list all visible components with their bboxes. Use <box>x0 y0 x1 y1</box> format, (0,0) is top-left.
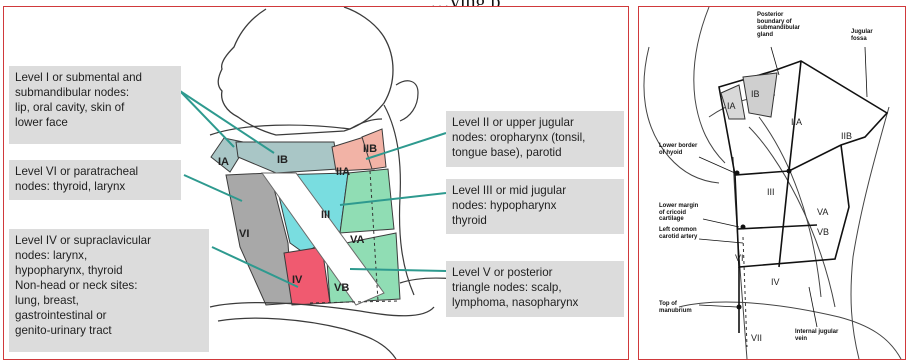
annot-lower-margin-cricoid-text: Lower margin of cricoid cartilage <box>659 203 698 223</box>
leader-line-level1-a <box>180 91 234 147</box>
annot-posterior-boundary-text: Posterior boundary of submandibular glan… <box>757 12 800 38</box>
region-label-ib: IB <box>277 154 288 166</box>
clavicle-outline <box>210 303 434 316</box>
region-label-vb: VB <box>334 282 349 294</box>
region-label-iv: IV <box>292 274 303 286</box>
iia-iib-divider <box>789 61 801 171</box>
level2-label-box: Level II or upper jugular nodes: orophar… <box>446 111 624 167</box>
level3-label-box: Level III or mid jugular nodes: hypophar… <box>446 179 624 234</box>
pointer-line <box>699 157 735 173</box>
marker-dot <box>737 305 742 310</box>
right-diagram-panel: Posterior boundary of submandibular glan… <box>638 6 906 360</box>
annot-internal-jugular-text: Internal jugular vein <box>795 329 838 342</box>
pointer-line <box>699 305 737 307</box>
region-label-iia: IIA <box>336 166 350 178</box>
iii-iv-divider <box>737 225 817 229</box>
right-region-label-iv: IV <box>771 277 780 287</box>
region-label-iib: IIB <box>363 143 377 155</box>
mid-boundary <box>735 145 849 267</box>
ear-outline <box>396 81 418 121</box>
right-region-label-vii: VII <box>751 333 762 343</box>
right-region-label-ia: IA <box>727 101 736 111</box>
region-label-vi: VI <box>239 228 249 240</box>
annot-jugular-fossa-text: Jugular fossa <box>851 29 873 42</box>
region-label-va: VA <box>350 234 365 246</box>
level1-label-box: Level I or submental and submandibular n… <box>9 66 181 144</box>
level4-label-box: Level IV or supraclavicular nodes: laryn… <box>9 229 209 352</box>
neck-back-sketch <box>851 107 889 359</box>
annot-lower-border-hyoid-text: Lower border of hyoid <box>659 143 697 156</box>
muscle-sketch <box>759 117 821 297</box>
head-outline <box>218 7 393 135</box>
level5-label-box: Level V or posterior triangle nodes: sca… <box>446 261 624 317</box>
left-diagram-panel: IA IB IIA IIB III IV VA VB VI Level I or… <box>3 6 629 360</box>
marker-dot <box>787 169 792 174</box>
level6-label-box: Level VI or paratracheal nodes: thyroid,… <box>9 160 181 200</box>
right-region-label-iii: III <box>767 187 775 197</box>
right-region-label-va: VA <box>817 207 828 217</box>
region-label-iii: III <box>321 209 330 221</box>
region-label-ia: IA <box>218 156 229 168</box>
annot-top-manubrium-text: Top of manubrium <box>659 301 692 314</box>
marker-dot <box>735 171 740 176</box>
pointer-line <box>699 239 743 243</box>
head-sketch-outline <box>694 7 725 163</box>
shoulder-sketch <box>679 302 901 359</box>
shoulder-outline <box>218 318 396 359</box>
right-region-label-ib: IB <box>751 89 760 99</box>
annot-left-common-carotid-text: Left common carotid artery <box>659 227 697 240</box>
right-region-label-vi: VI <box>735 253 744 263</box>
marker-dot <box>741 225 746 230</box>
right-region-label-iia: IIA <box>791 117 802 127</box>
right-region-label-vb: VB <box>817 227 829 237</box>
face-sketch-outline <box>644 47 719 183</box>
region-ib-sketch <box>743 73 777 117</box>
va-vb-divider <box>779 171 789 267</box>
pointer-line <box>865 47 867 97</box>
pointer-line <box>703 219 739 227</box>
right-region-label-iib: IIB <box>841 131 852 141</box>
pointer-line <box>809 287 817 327</box>
